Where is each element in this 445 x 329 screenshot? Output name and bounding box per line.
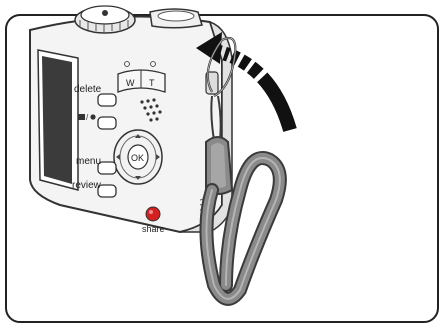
lcd-screen [38, 50, 78, 190]
share-label: share [142, 224, 165, 234]
menu-label: menu [76, 156, 101, 167]
delete-label: delete [74, 84, 102, 95]
mode-dial[interactable] [75, 6, 135, 33]
share-button[interactable] [146, 207, 160, 221]
shutter-button[interactable] [150, 9, 202, 28]
zoom-wide-label: W [126, 78, 135, 88]
delete-button[interactable] [98, 94, 116, 106]
zoom-tele-label: T [149, 78, 155, 88]
mode-button[interactable] [98, 117, 116, 129]
review-label: review [72, 180, 102, 191]
ok-button[interactable]: OK [128, 145, 148, 169]
ok-label: OK [131, 153, 144, 163]
